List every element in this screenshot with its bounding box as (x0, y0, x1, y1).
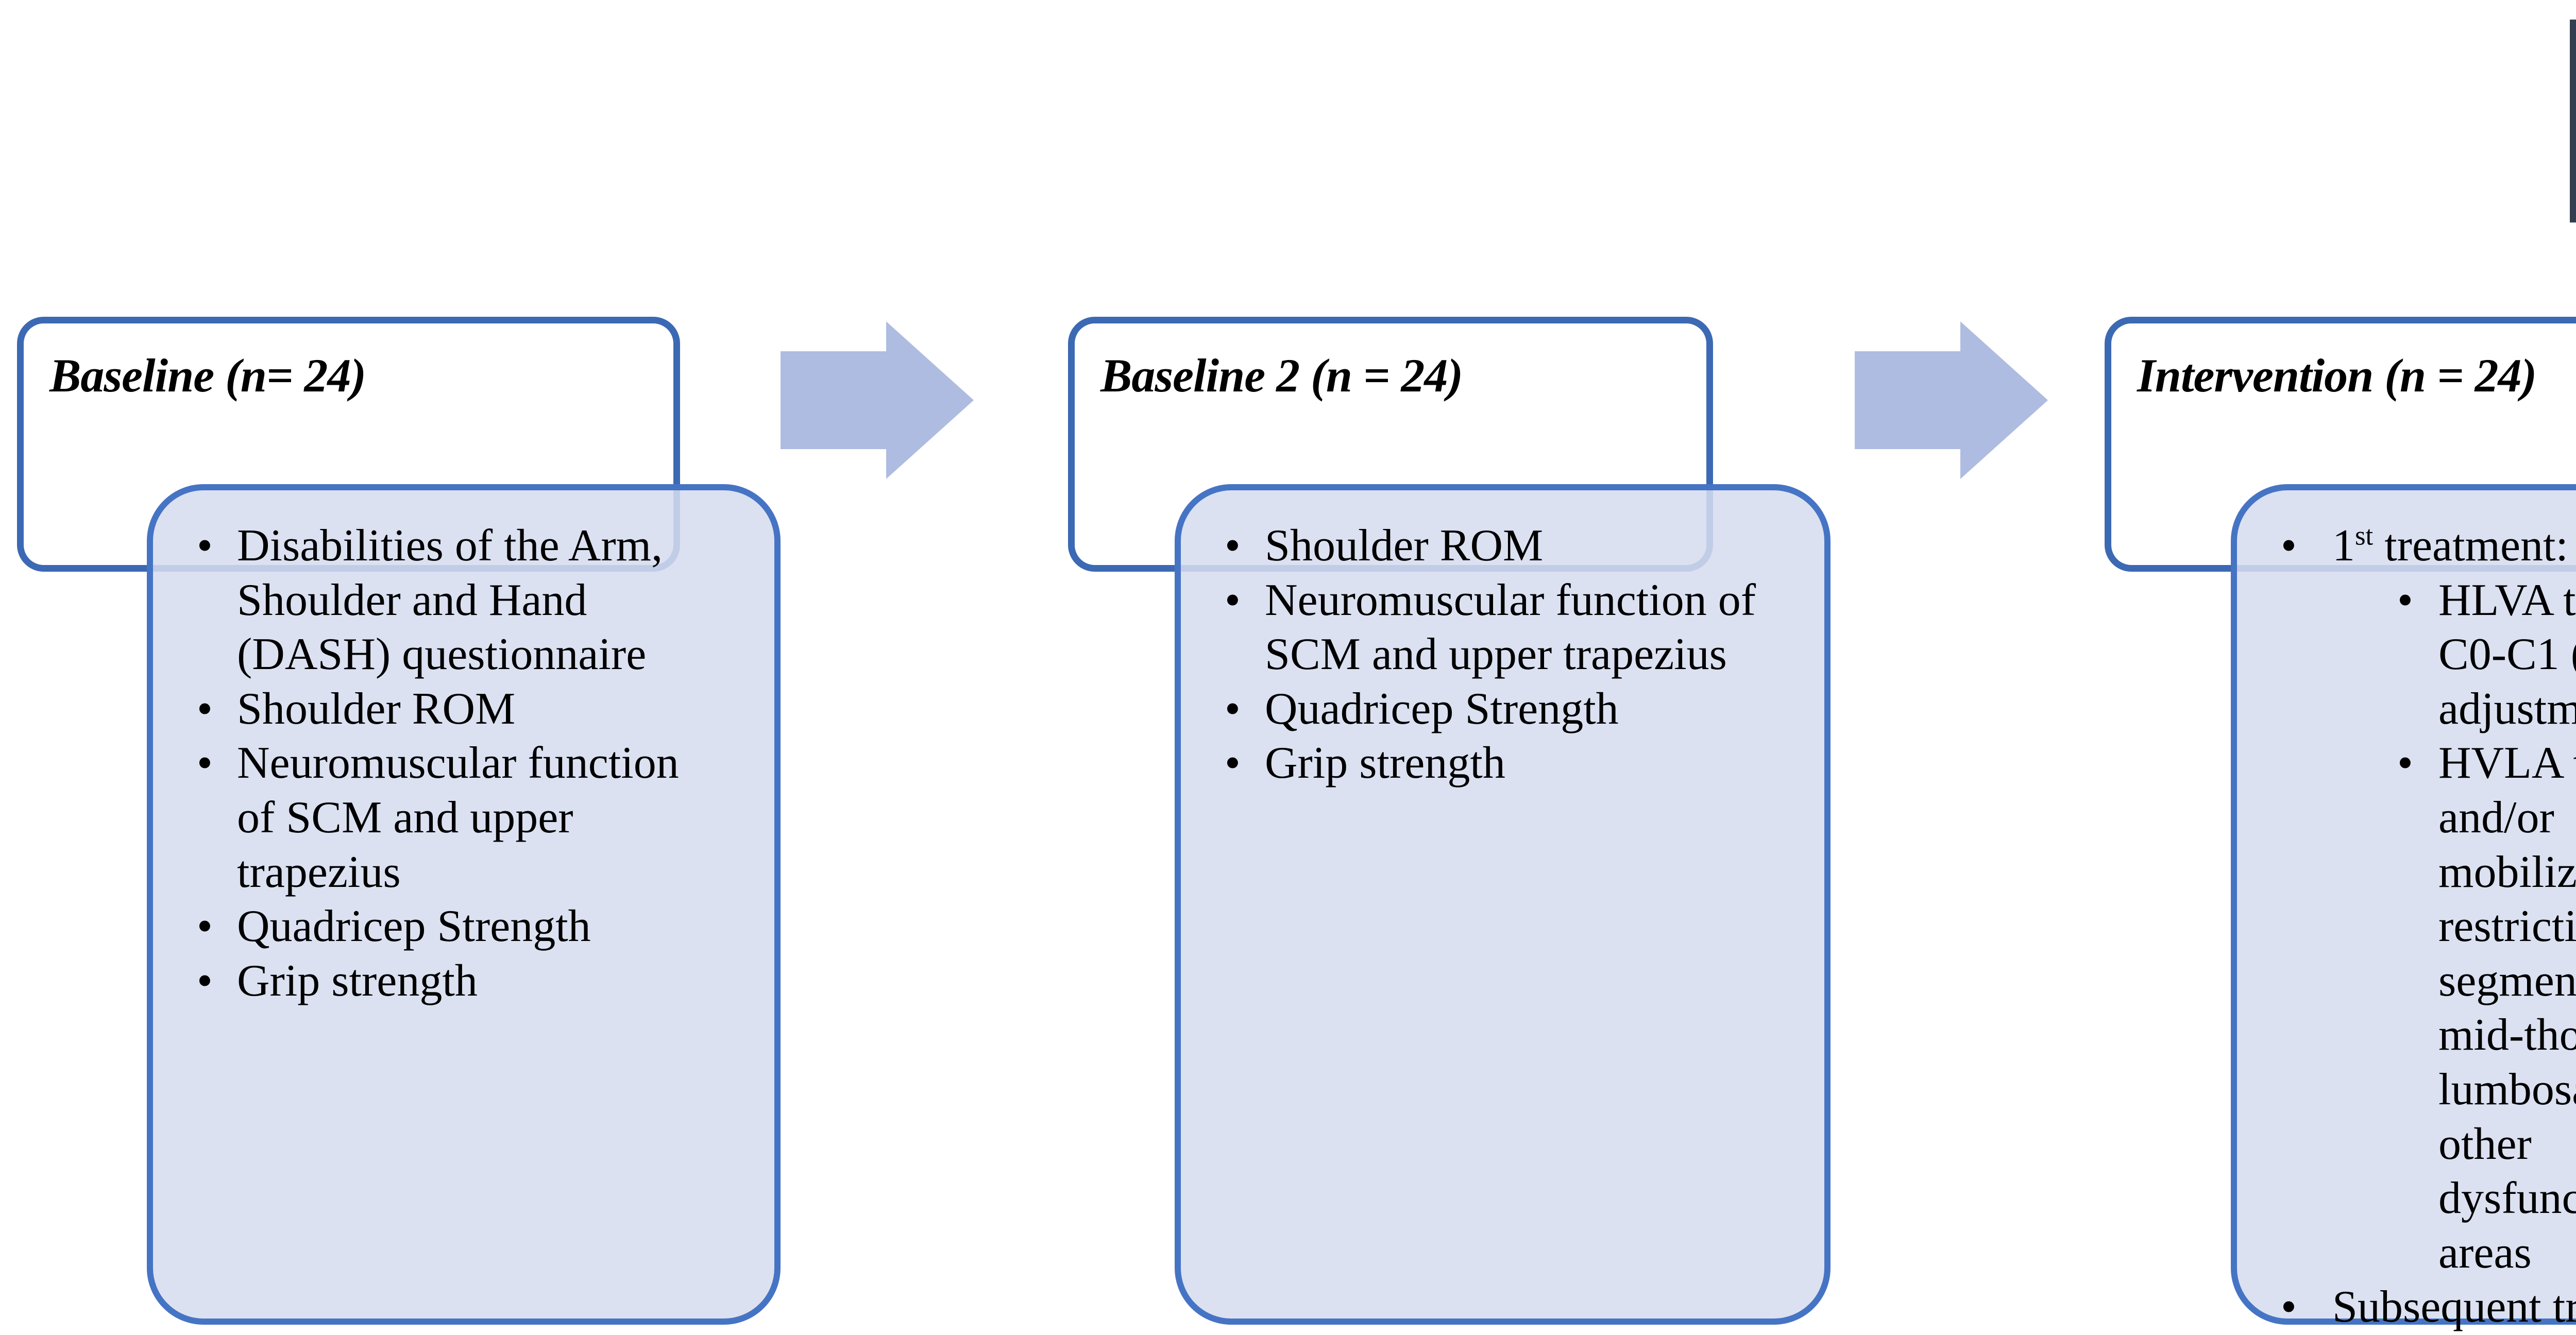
list-item: Neuromuscular function of SCM and upper … (176, 736, 718, 899)
stage-panel-intervention: 1st treatment: HLVA thrust of C0-C1 (OTZ… (2231, 484, 2576, 1332)
flow-arrow-right-1 (781, 321, 974, 479)
sub-list: HLVA thrust of C0-C1 (OTZ adjustment) HV… (2321, 573, 2576, 1280)
stage-baseline-2-list: Shoulder ROM Neuromuscular function of S… (1181, 490, 1824, 791)
list-item: Quadricep Strength (1204, 682, 1768, 737)
stage-panel-baseline: Disabilities of the Arm, Shoulder and Ha… (147, 484, 781, 1325)
list-item: Grip strength (1204, 736, 1768, 791)
stage-panel-baseline-2: Shoulder ROM Neuromuscular function of S… (1175, 484, 1831, 1325)
stage-title-baseline: Baseline (n= 24) (49, 349, 366, 402)
stage-title-intervention: Intervention (n = 24) (2137, 349, 2537, 402)
stage-title-baseline-2: Baseline 2 (n = 24) (1100, 349, 1463, 402)
sub-list-item: HVLA thrusts and/or mobilizations for re… (2382, 736, 2576, 1280)
list-item: Shoulder ROM (176, 682, 718, 737)
excluded-box: Excluded (n =2) Reason: head injury (n =… (2570, 20, 2576, 222)
stage-baseline-list: Disabilities of the Arm, Shoulder and Ha… (153, 490, 774, 1008)
ordinal-superscript: st (2355, 521, 2374, 551)
list-item: Disabilities of the Arm, Shoulder and Ha… (176, 519, 718, 682)
list-item: Shoulder ROM (1204, 519, 1768, 573)
stage-intervention-list: 1st treatment: HLVA thrust of C0-C1 (OTZ… (2237, 490, 2576, 1335)
list-item: Quadricep Strength (176, 899, 718, 954)
list-item: 1st treatment: HLVA thrust of C0-C1 (OTZ… (2260, 519, 2576, 1280)
list-item: Grip strength (176, 954, 718, 1008)
sub-list-item: HLVA thrust of C0-C1 (OTZ adjustment) (2382, 573, 2576, 737)
list-item: Neuromuscular function of SCM and upper … (1204, 573, 1768, 682)
flow-arrow-right-2 (1855, 321, 2048, 479)
list-item: Subsequent treatments: Repeat same proce… (2260, 1280, 2576, 1335)
